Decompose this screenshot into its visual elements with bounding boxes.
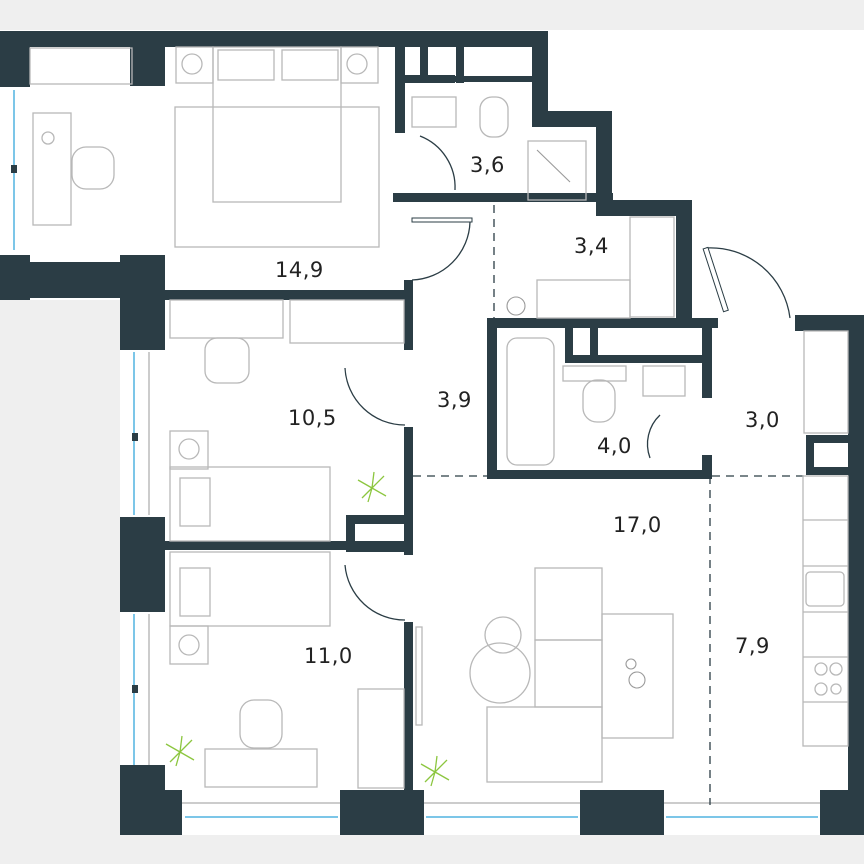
zone-dividers (413, 205, 806, 805)
floor (0, 30, 864, 835)
room-area-living-room: 17,0 (613, 513, 662, 537)
room-area-bedroom-master: 14,9 (275, 258, 324, 282)
room-area-kitchen: 7,9 (735, 634, 770, 658)
walls (0, 31, 864, 835)
room-area-storage: 3,4 (574, 234, 609, 258)
room-area-bedroom-3: 11,0 (304, 644, 353, 668)
plant-icon (165, 735, 195, 767)
plant-icon (357, 471, 387, 503)
plant-icon (420, 755, 450, 787)
room-area-corridor: 3,9 (437, 388, 472, 412)
room-area-entrance-hall: 3,0 (745, 408, 780, 432)
doors (344, 135, 791, 621)
furniture (29, 46, 849, 789)
room-area-bathroom: 4,0 (597, 434, 632, 458)
windows (11, 87, 820, 818)
plant-icons (165, 471, 450, 787)
room-area-wc: 3,6 (470, 153, 505, 177)
room-area-bedroom-2: 10,5 (288, 406, 337, 430)
